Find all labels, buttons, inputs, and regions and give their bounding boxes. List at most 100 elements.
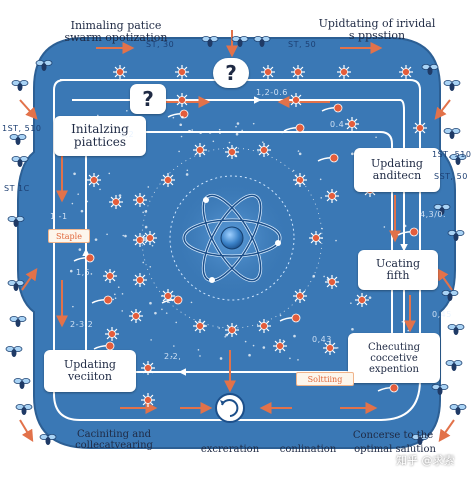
num-center-right: 0.4 <box>330 120 345 129</box>
swarm-insect <box>431 383 449 395</box>
swarm-insect <box>253 36 271 47</box>
particle <box>133 193 147 207</box>
swarm-insect <box>447 323 465 335</box>
num-right-low2: 0,43 <box>312 335 332 344</box>
num-left-1: 1ST, 510 <box>2 124 42 133</box>
particle <box>109 195 123 209</box>
box-ucating-fifth: Ucating fifth <box>358 250 438 290</box>
particle <box>325 275 339 289</box>
num-right-low: 0,45 <box>432 310 452 319</box>
swarm-insects-layer <box>5 36 467 445</box>
swarm-insect <box>449 153 467 165</box>
swarm-insect <box>447 229 465 241</box>
comet-particle <box>321 103 343 113</box>
particle <box>225 145 239 159</box>
box-updating-right: Updating anditecn <box>354 148 440 192</box>
particle <box>175 93 189 107</box>
swarm-insect <box>441 289 459 301</box>
particle <box>399 65 413 79</box>
swarm-insect <box>5 345 23 357</box>
particle <box>355 293 369 307</box>
particle <box>133 233 147 247</box>
num-right-2: SST, 50 <box>434 172 468 181</box>
num-top-left: ST, 30 <box>146 40 175 49</box>
tag-staple: Staple <box>48 229 90 243</box>
swarm-insect <box>449 403 467 415</box>
particle <box>293 173 307 187</box>
particle <box>413 121 427 135</box>
particle <box>323 341 337 355</box>
swarm-insect <box>11 155 29 167</box>
num-center-low: 2.2, <box>164 352 182 361</box>
num-center-top: 1,2-0.6 <box>256 88 288 97</box>
comet-particle <box>73 253 95 263</box>
swarm-insect <box>231 36 249 47</box>
swarm-insect <box>11 80 29 91</box>
particle <box>257 319 271 333</box>
num-right-1: 1ST, 510 <box>432 150 472 159</box>
comet-particle <box>317 153 339 163</box>
particle <box>293 289 307 303</box>
box-updating-left: Updating veciiton <box>44 350 136 392</box>
comet-particle <box>283 123 305 133</box>
question-box-left: ? <box>130 84 166 114</box>
particle <box>129 309 143 323</box>
num-left-2: ST 1C <box>4 184 30 193</box>
swarm-insect <box>39 433 57 445</box>
particle <box>291 65 305 79</box>
particle <box>325 189 339 203</box>
comet-particle <box>377 383 399 393</box>
particle <box>273 339 287 353</box>
particle <box>175 65 189 79</box>
particle <box>345 117 359 131</box>
comet-particle <box>91 295 113 305</box>
particle <box>337 65 351 79</box>
cycle-icon <box>215 393 245 423</box>
label-converge-title: Concerse to the <box>352 430 434 441</box>
comet-particle <box>279 313 301 323</box>
swarm-insect <box>421 64 439 75</box>
particle <box>143 231 157 245</box>
particles-layer <box>73 65 427 407</box>
label-calculating-collecting: Caciniting and collecatvearing <box>75 429 153 451</box>
swarm-insect <box>433 203 451 215</box>
watermark: 知乎 @求索 <box>396 454 455 467</box>
label-updating-individual: Upidtating of irividal s ppsstion <box>318 17 436 43</box>
num-left-mid: 1 -1 <box>50 212 68 221</box>
particle <box>261 65 275 79</box>
comet-particle <box>161 295 183 305</box>
box-checking-expention: Checuting coccetive expention <box>348 333 440 383</box>
swarm-insect <box>9 315 27 327</box>
swarm-insect <box>411 433 429 445</box>
central-atom <box>169 175 295 301</box>
swarm-insect <box>445 359 463 371</box>
swarm-insect <box>201 36 219 47</box>
particle <box>141 361 155 375</box>
particle <box>161 173 175 187</box>
particle <box>257 143 271 157</box>
num-bottom-left: 2-3,2 <box>70 320 94 329</box>
particle <box>113 65 127 79</box>
swarm-insect <box>13 377 31 389</box>
swarm-insect <box>35 60 53 71</box>
particle <box>141 393 155 407</box>
particle <box>103 269 117 283</box>
comet-particle <box>397 227 419 237</box>
label-initializing-swarm: Inimaling patice swarm opotization <box>64 19 168 45</box>
swarm-insect <box>443 127 461 139</box>
box-initializing-particles: Initalzing piattices <box>54 116 146 156</box>
particle <box>309 231 323 245</box>
question-box-top: ? <box>213 58 249 88</box>
swarm-insect <box>7 215 25 227</box>
tag-soltting: Solttiing <box>296 372 354 386</box>
swarm-insect <box>7 279 25 291</box>
particle <box>105 327 119 341</box>
swarm-insect <box>443 80 461 91</box>
num-zero: 0,2 <box>120 130 135 139</box>
particle <box>87 173 101 187</box>
particle <box>193 319 207 333</box>
num-top-right: ST, 50 <box>288 40 317 49</box>
particle <box>193 143 207 157</box>
label-excreration: excreration <box>200 444 260 455</box>
